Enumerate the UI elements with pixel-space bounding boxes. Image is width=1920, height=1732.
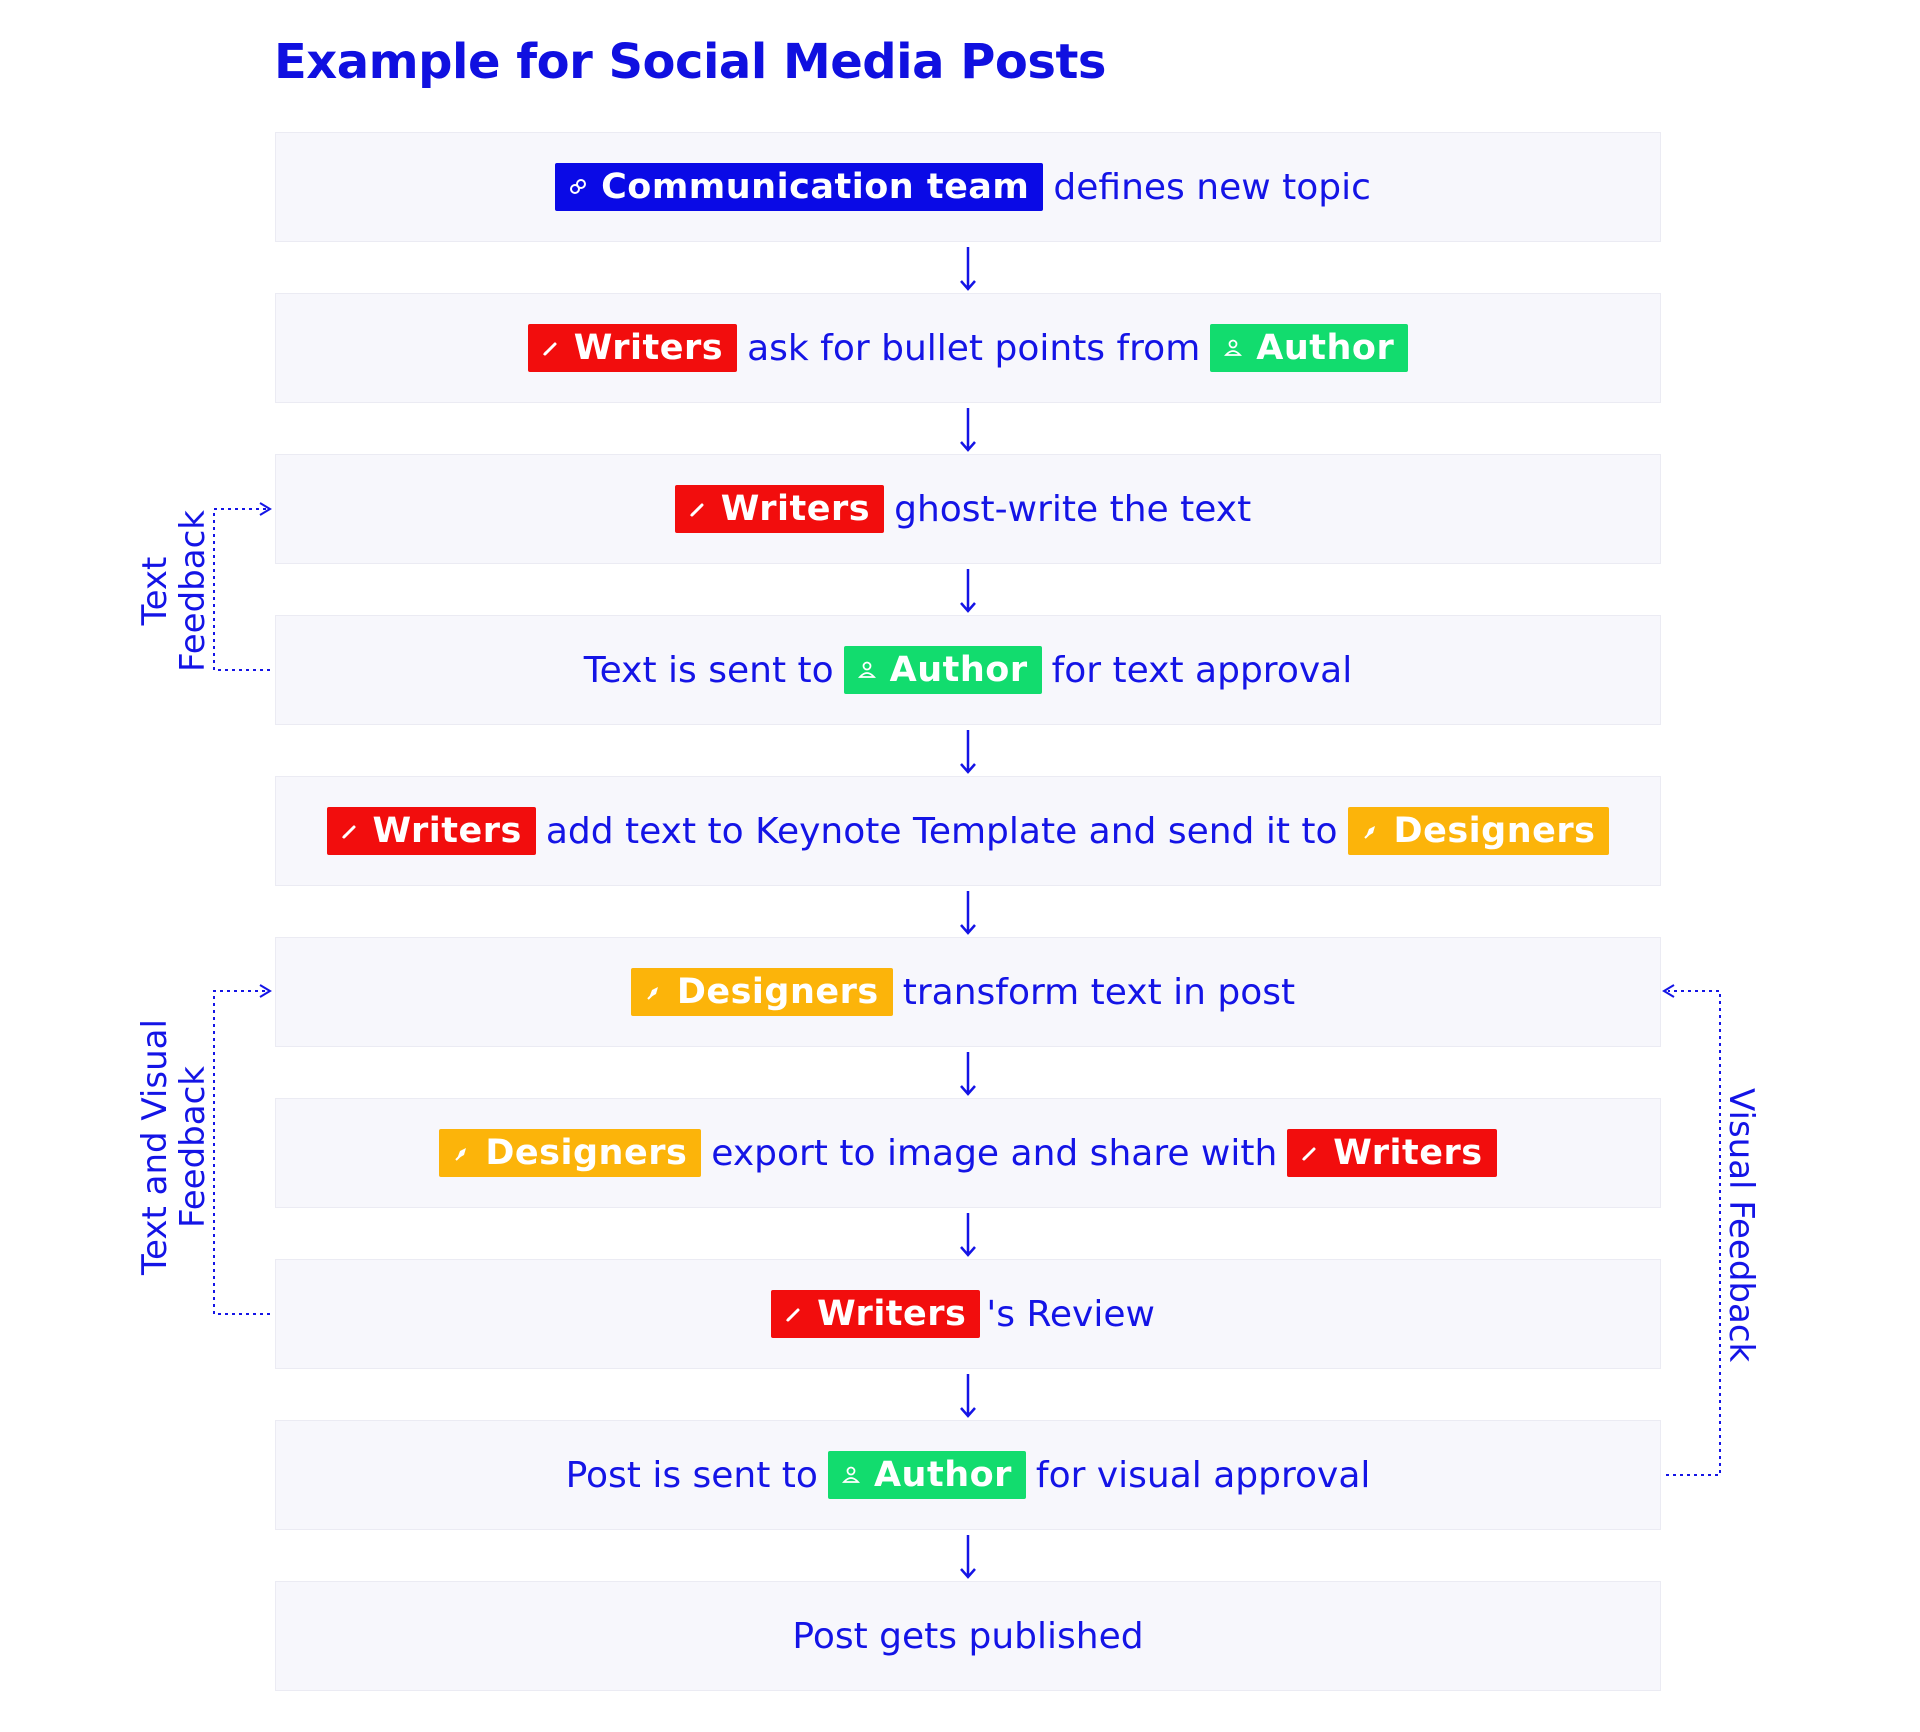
- step-2: Writers ask for bullet points from Autho…: [275, 293, 1661, 403]
- role-tag-writers: Writers: [771, 1290, 981, 1338]
- role-tag-label: Writers: [720, 489, 871, 529]
- step-1: Communication team defines new topic: [275, 132, 1661, 242]
- pencil-icon: [540, 337, 562, 359]
- step-4: Text is sent to Author for text approval: [275, 615, 1661, 725]
- role-tag-label: Writers: [1333, 1133, 1483, 1173]
- role-tag-label: Writers: [372, 811, 522, 851]
- page-title: Example for Social Media Posts: [274, 34, 1106, 90]
- down-arrow-icon: [960, 730, 976, 774]
- pen-nib-icon: [643, 981, 665, 1003]
- person-icon: [1222, 337, 1244, 359]
- role-tag-label: Communication team: [601, 167, 1030, 207]
- step-8: Writers 's Review: [275, 1259, 1661, 1369]
- arrow-head-icon: [259, 502, 272, 516]
- down-arrow-icon: [960, 247, 976, 291]
- step-5: Writers add text to Keynote Template and…: [275, 776, 1661, 886]
- down-arrow-icon: [960, 1535, 976, 1579]
- role-tag-author: Author: [843, 646, 1042, 694]
- role-tag-designers: Designers: [439, 1129, 702, 1177]
- pen-nib-icon: [1360, 820, 1382, 842]
- role-tag-designers: Designers: [630, 968, 893, 1016]
- down-arrow-icon: [960, 891, 976, 935]
- role-tag-communication-team: Communication team: [555, 163, 1044, 211]
- step-text: 's Review: [986, 1293, 1155, 1335]
- step-text: for visual approval: [1035, 1454, 1371, 1496]
- step-text: export to image and share with: [711, 1132, 1278, 1174]
- down-arrow-icon: [960, 1374, 976, 1418]
- role-tag-label: Author: [889, 650, 1028, 690]
- step-10: Post gets published: [275, 1581, 1661, 1691]
- step-6: Designers transform text in post: [275, 937, 1661, 1047]
- role-tag-label: Author: [1256, 328, 1395, 368]
- role-tag-label: Writers: [817, 1294, 967, 1334]
- arrow-head-icon: [1662, 984, 1675, 998]
- role-tag-label: Author: [873, 1455, 1012, 1495]
- text-and-visual-feedback-connector: [213, 990, 270, 1315]
- text-and-visual-feedback-label: Text and Visual Feedback: [135, 1019, 213, 1275]
- down-arrow-icon: [960, 408, 976, 452]
- role-tag-designers: Designers: [1347, 807, 1610, 855]
- pencil-icon: [687, 498, 709, 520]
- step-text: Post gets published: [792, 1615, 1144, 1657]
- person-icon: [856, 659, 878, 681]
- down-arrow-icon: [960, 569, 976, 613]
- pencil-icon: [339, 820, 361, 842]
- person-icon: [840, 1464, 862, 1486]
- down-arrow-icon: [960, 1213, 976, 1257]
- role-tag-writers: Writers: [326, 807, 536, 855]
- text-feedback-label: Text Feedback: [135, 510, 213, 672]
- step-text: for text approval: [1051, 649, 1353, 691]
- people-icon: [567, 176, 589, 198]
- pencil-icon: [1299, 1142, 1321, 1164]
- pen-nib-icon: [451, 1142, 473, 1164]
- step-3: Writers ghost-write the text: [275, 454, 1661, 564]
- step-text: Post is sent to: [565, 1454, 818, 1496]
- role-tag-writers: Writers: [527, 324, 738, 372]
- role-tag-author: Author: [1210, 324, 1409, 372]
- role-tag-label: Designers: [485, 1133, 688, 1173]
- step-text: add text to Keynote Template and send it…: [545, 810, 1338, 852]
- visual-feedback-label: Visual Feedback: [1721, 1088, 1761, 1363]
- down-arrow-icon: [960, 1052, 976, 1096]
- step-7: Designers export to image and share with…: [275, 1098, 1661, 1208]
- step-text: Text is sent to: [583, 649, 834, 691]
- step-text: ask for bullet points from: [747, 327, 1201, 369]
- step-text: ghost-write the text: [894, 488, 1252, 530]
- role-tag-author: Author: [827, 1451, 1026, 1499]
- role-tag-label: Designers: [676, 972, 879, 1012]
- role-tag-label: Writers: [573, 328, 724, 368]
- role-tag-writers: Writers: [674, 485, 885, 533]
- text-feedback-connector: [213, 508, 270, 671]
- role-tag-label: Designers: [1393, 811, 1596, 851]
- pencil-icon: [783, 1303, 805, 1325]
- visual-feedback-connector: [1666, 990, 1721, 1476]
- step-text: defines new topic: [1053, 166, 1371, 208]
- arrow-head-icon: [259, 984, 272, 998]
- step-text: transform text in post: [902, 971, 1296, 1013]
- step-9: Post is sent to Author for visual approv…: [275, 1420, 1661, 1530]
- role-tag-writers: Writers: [1287, 1129, 1497, 1177]
